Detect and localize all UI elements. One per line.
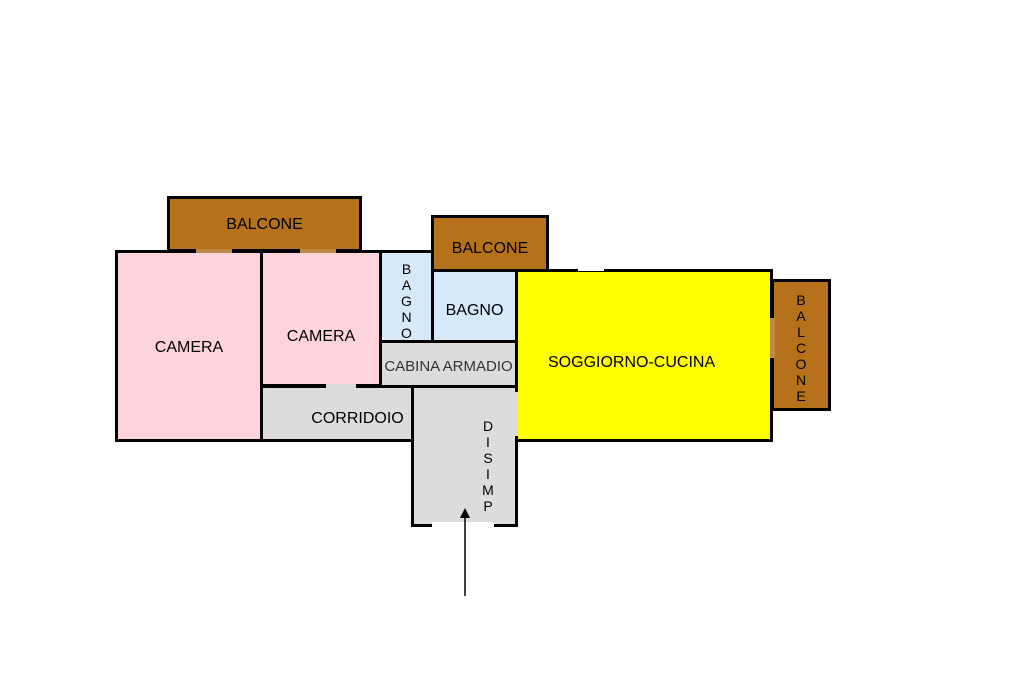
room-label-cabina-armadio: CABINA ARMADIO [384,358,513,375]
door-gap-corridoio-camera [326,384,356,388]
room-soggiorno-cucina: SOGGIORNO-CUCINA [515,269,773,442]
room-label-camera-left: CAMERA [154,339,224,356]
door-gap-camera-mid-balcone [300,249,336,253]
room-label-corridoio: CORRIDOIO [311,410,404,427]
room-camera-left: CAMERA [115,250,263,442]
door-gap-balcone-right [770,318,775,358]
room-label-camera-mid: CAMERA [286,328,356,345]
room-label-balcone-top-mid: BALCONE [451,240,529,257]
door-gap-soggiorno-top [578,268,604,271]
room-label-balcone-top-left: BALCONE [226,216,303,233]
room-label-bagno: BAGNO [445,302,504,319]
room-label-soggiorno-cucina: SOGGIORNO-CUCINA [548,354,716,371]
door-gap-camera-left-balcone [196,249,232,253]
door-gap-disimp-soggiorno [513,392,518,436]
room-cabina-armadio: CABINA ARMADIO [379,340,518,388]
room-balcone-top-left: BALCONE [167,196,362,252]
door-gap-disimp-bottom [432,522,494,528]
